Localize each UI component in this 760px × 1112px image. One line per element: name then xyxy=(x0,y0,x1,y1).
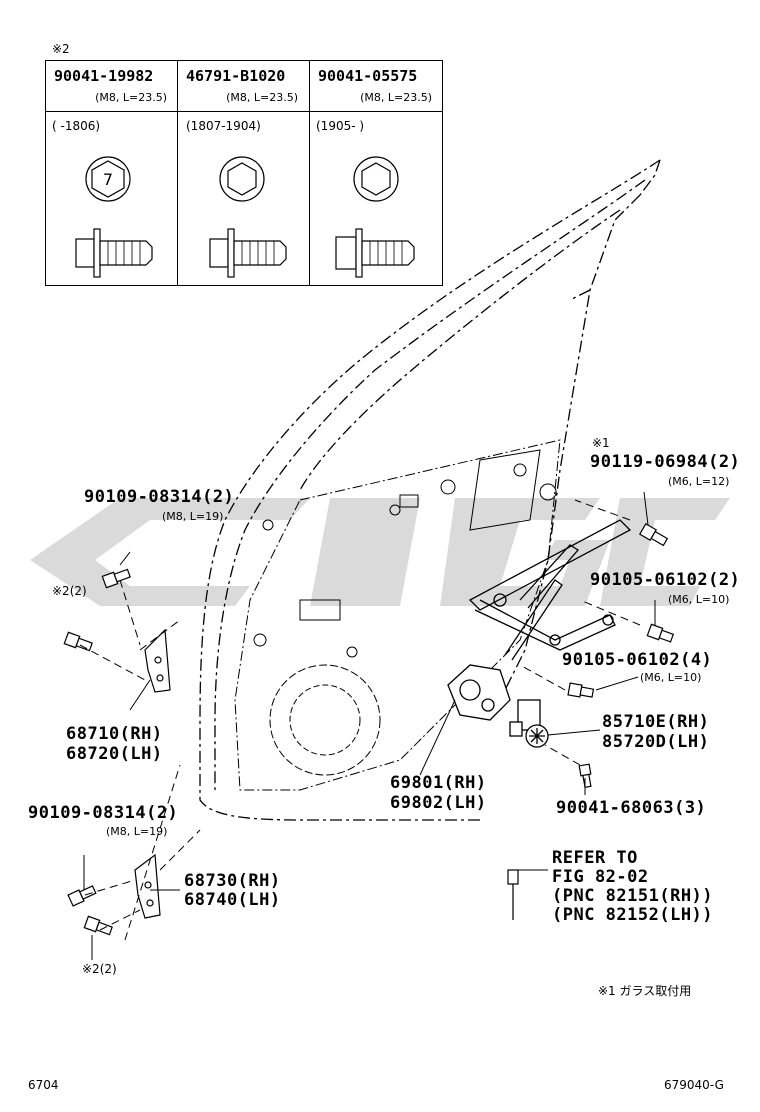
reference-label: FIG 82-02 xyxy=(552,867,649,887)
bolt-date-range: (1905- ) xyxy=(316,119,365,133)
part-number-label: 85720D(LH) xyxy=(602,732,710,752)
hex-bolt-head-icon xyxy=(219,156,265,202)
footnote: ※1 ガラス取付用 xyxy=(598,984,692,998)
bolt-part-number: 90041-19982 xyxy=(54,67,154,85)
watermark-logo xyxy=(30,498,730,606)
part-number-label: 85710E(RH) xyxy=(602,712,710,732)
bolt-head-mark: 7 xyxy=(103,170,113,189)
bolt-date-range: (1807-1904) xyxy=(186,119,261,133)
part-number-label: 90109-08314(2) xyxy=(28,803,179,823)
part-number-label: 69802(LH) xyxy=(390,793,487,813)
part-number-label: 90119-06984(2) xyxy=(590,452,741,472)
bolt-drawings: 7 xyxy=(75,156,415,278)
bolt-spec: (M8, L=23.5) xyxy=(95,91,167,104)
dashed-guides xyxy=(79,499,641,941)
door-inner-panel xyxy=(234,439,561,791)
note-mark-2: ※2(2) xyxy=(52,584,87,598)
note-mark-1: ※1 xyxy=(592,436,610,450)
window-regulator xyxy=(468,519,632,661)
part-number-label: 68710(RH) xyxy=(66,724,163,744)
table-row-divider xyxy=(46,111,442,112)
part-spec-label: (M6, L=12) xyxy=(668,475,730,488)
table-header-mark: ※2 xyxy=(52,42,70,56)
table-column-divider xyxy=(309,61,310,285)
reference-label: REFER TO xyxy=(552,848,638,868)
part-spec-label: (M6, L=10) xyxy=(668,593,730,606)
part-number-label: 90105-06102(2) xyxy=(590,570,741,590)
part-spec-label: (M8, L=19) xyxy=(162,510,224,523)
reference-label: (PNC 82152(LH)) xyxy=(552,905,714,925)
bolt-spec: (M8, L=23.5) xyxy=(226,91,298,104)
wire-connector xyxy=(507,869,519,920)
figure-number-right: 679040-G xyxy=(664,1078,724,1092)
table-column-divider xyxy=(177,61,178,285)
part-spec-label: (M8, L=19) xyxy=(106,825,168,838)
part-number-label: 90105-06102(4) xyxy=(562,650,713,670)
part-number-label: 68730(RH) xyxy=(184,871,281,891)
bolt-date-range: ( -1806) xyxy=(52,119,101,133)
part-number-label: 90041-68063(3) xyxy=(556,798,707,818)
leader-lines xyxy=(83,491,656,960)
regulator-drum xyxy=(447,664,511,721)
part-number-label: 68720(LH) xyxy=(66,744,163,764)
lower-hinge xyxy=(134,853,161,919)
power-window-motor xyxy=(509,699,549,748)
bolt-side-view-icon xyxy=(209,228,287,278)
bolt-side-view-icon xyxy=(75,228,153,278)
bolt-side-view-icon xyxy=(335,228,415,278)
figure-number-left: 6704 xyxy=(28,1078,59,1092)
part-number-label: 68740(LH) xyxy=(184,890,281,910)
bolt-icons xyxy=(63,522,675,936)
part-number-label: 69801(RH) xyxy=(390,773,487,793)
part-number-label: 90109-08314(2) xyxy=(84,487,235,507)
bolt-part-number: 46791-B1020 xyxy=(186,67,286,85)
bolt-part-number: 90041-05575 xyxy=(318,67,418,85)
bolt-spec: (M8, L=23.5) xyxy=(360,91,432,104)
bolt-variant-table: 90041-19982 (M8, L=23.5) ( -1806) 46791-… xyxy=(45,60,443,286)
reference-label: (PNC 82151(RH)) xyxy=(552,886,714,906)
part-spec-label: (M6, L=10) xyxy=(640,671,702,684)
note-mark-2: ※2(2) xyxy=(82,962,117,976)
hex-bolt-head-icon: 7 xyxy=(85,156,131,202)
hex-bolt-head-icon xyxy=(353,156,399,202)
